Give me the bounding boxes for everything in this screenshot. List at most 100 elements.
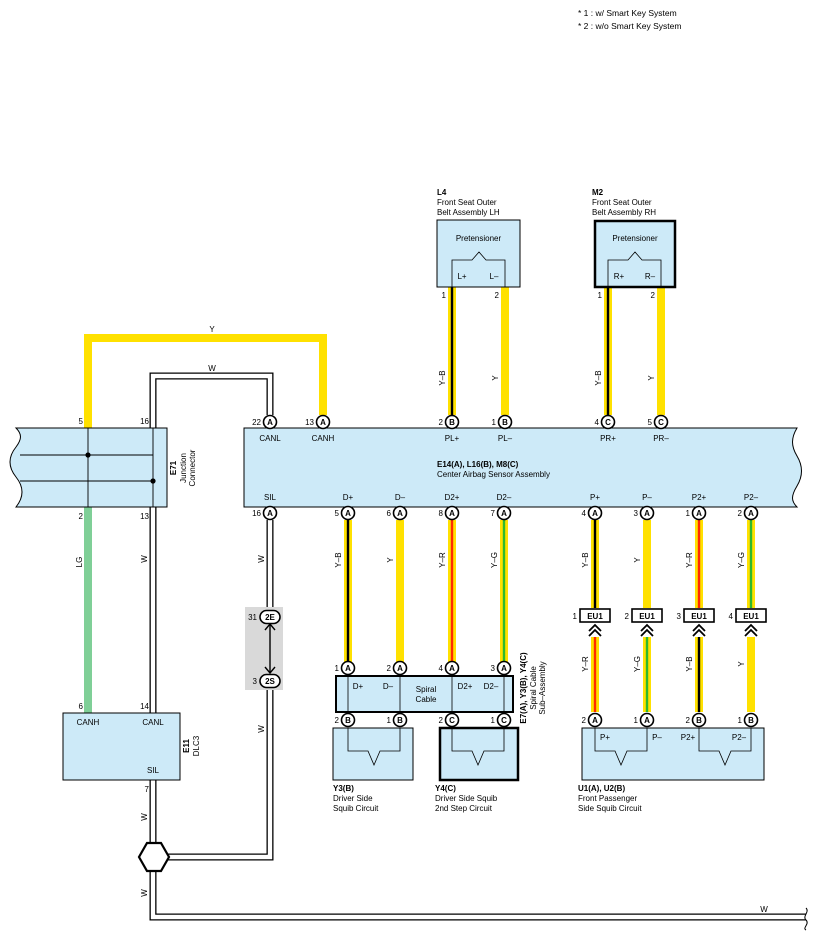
connector-canl-num: 22 <box>252 418 261 427</box>
spiral-code: E7(A), Y3(B), Y4(C) <box>519 652 528 724</box>
eu1-chevron-icon <box>744 623 758 637</box>
connector-j2e: 2E 31 <box>248 609 281 625</box>
l4-pin1-label: L+ <box>457 272 466 281</box>
y3-name-2: Squib Circuit <box>333 804 379 813</box>
spiral-inner-2: Cable <box>416 695 437 704</box>
main-pin-dm: D– <box>395 493 406 502</box>
dlc-pin-7: 7 <box>145 785 150 794</box>
y3-squib-box <box>332 727 414 781</box>
connector-dm: A6 <box>387 505 408 521</box>
connector-pm-num: 3 <box>634 509 639 518</box>
connector-p2p-letter: A <box>696 509 702 518</box>
connector-sil-letter: A <box>267 509 273 518</box>
eu1-chevron-icon <box>640 623 654 637</box>
connector-j2s-num: 3 <box>253 677 258 686</box>
connector-plp-num: 2 <box>439 418 444 427</box>
main-pin-plm: PL– <box>498 434 513 443</box>
m2-name-1: Front Seat Outer <box>592 198 652 207</box>
connector-u2a-num: 2 <box>686 716 691 725</box>
connector-plm: B1 <box>492 414 513 430</box>
connector-d2m-letter: A <box>501 509 507 518</box>
e71-pin-16: 16 <box>140 417 149 426</box>
connector-y4a-num: 2 <box>439 716 444 725</box>
eu1-num-4: 4 <box>729 612 734 621</box>
connector-d2p-letter: A <box>449 509 455 518</box>
connector-sp4-num: 3 <box>491 664 496 673</box>
connector-p2p-num: 1 <box>686 509 691 518</box>
connector-pm-letter: A <box>644 509 650 518</box>
main-pin-canl: CANL <box>259 434 281 443</box>
connector-u2b-num: 1 <box>738 716 743 725</box>
l4-pretensioner-label: Pretensioner <box>456 234 502 243</box>
connector-u1b-letter: A <box>644 716 650 725</box>
connector-dp-letter: A <box>345 509 351 518</box>
connector-u1a-num: 2 <box>582 716 587 725</box>
y3-name-1: Driver Side <box>333 794 373 803</box>
main-pin-sil: SIL <box>264 493 277 502</box>
wire-label-dp: Y–B <box>334 552 343 567</box>
main-pin-d2m: D2– <box>497 493 512 502</box>
u1-pin-p2p: P2+ <box>681 733 696 742</box>
u1-name-2: Side Squib Circuit <box>578 804 642 813</box>
m2-pin2-num: 2 <box>651 291 656 300</box>
connector-u2a: B2 <box>686 712 707 728</box>
connector-y4b: C1 <box>491 712 512 728</box>
dlc3-pin-canh: CANH <box>77 718 100 727</box>
main-pin-plp: PL+ <box>445 434 460 443</box>
spiral-name-2: Sub–Assembly <box>538 661 547 714</box>
l4-pin1-num: 1 <box>442 291 447 300</box>
connector-sp4: A3 <box>491 660 512 676</box>
wire-label-p2m: Y–G <box>737 552 746 568</box>
wire-label-w-dlc2: W <box>140 889 149 897</box>
wire-label-w-top: W <box>208 364 216 373</box>
eu1-num-1: 1 <box>573 612 578 621</box>
connector-sp1-letter: A <box>345 664 351 673</box>
connector-sil-num: 16 <box>252 509 261 518</box>
main-pin-pp: P+ <box>590 493 600 502</box>
e71-junction-connector <box>9 427 168 508</box>
connector-y3b-letter: B <box>397 716 403 725</box>
connector-canl-letter: A <box>267 418 273 427</box>
l4-pin2-label: L– <box>490 272 499 281</box>
connector-d2m-num: 7 <box>491 509 496 518</box>
u1-pin-pm: P– <box>652 733 662 742</box>
wire-label-w-dlc1: W <box>140 813 149 821</box>
eu1-num-2: 2 <box>625 612 630 621</box>
y4-name-1: Driver Side Squib <box>435 794 498 803</box>
connector-pp: A4 <box>582 505 603 521</box>
m2-pin2-label: R– <box>645 272 656 281</box>
l4-pretensioner-box <box>436 219 521 288</box>
connector-y4b-letter: C <box>501 716 507 725</box>
connector-p2m: A2 <box>738 505 759 521</box>
connector-prm-letter: C <box>658 418 664 427</box>
connector-u1a-letter: A <box>592 716 598 725</box>
wire-label-up4: Y <box>737 661 746 667</box>
l4-pin2-num: 2 <box>495 291 500 300</box>
wire-label-up3: Y–B <box>685 656 694 671</box>
spiral-cable-box <box>335 675 514 713</box>
l4-code: L4 <box>437 188 447 197</box>
y4-squib-box <box>438 726 520 782</box>
wire-label-dm: Y <box>386 557 395 563</box>
connector-y3a-num: 2 <box>335 716 340 725</box>
main-pin-p2m: P2– <box>744 493 759 502</box>
m2-pretensioner-label: Pretensioner <box>612 234 658 243</box>
connector-j2e-letter: 2E <box>265 613 275 622</box>
wire-label-l4a: Y–B <box>438 370 447 385</box>
wire-m2-y <box>657 287 665 415</box>
connector-j2e-num: 31 <box>248 613 257 622</box>
wire-w-bottom <box>149 871 806 921</box>
wire-label-m2b: Y <box>647 375 656 381</box>
e71-name-1: Junction <box>179 453 188 483</box>
main-pin-dp: D+ <box>343 493 354 502</box>
connector-sp4-letter: A <box>501 664 507 673</box>
wire-label-pp: Y–B <box>581 552 590 567</box>
eu1-label-3: EU1 <box>691 612 707 621</box>
dlc3-name: DLC3 <box>192 735 201 756</box>
connector-y4b-num: 1 <box>491 716 496 725</box>
connector-y3b-num: 1 <box>387 716 392 725</box>
connector-sp2-num: 2 <box>387 664 392 673</box>
spiral-pin-d2p: D2+ <box>458 682 473 691</box>
